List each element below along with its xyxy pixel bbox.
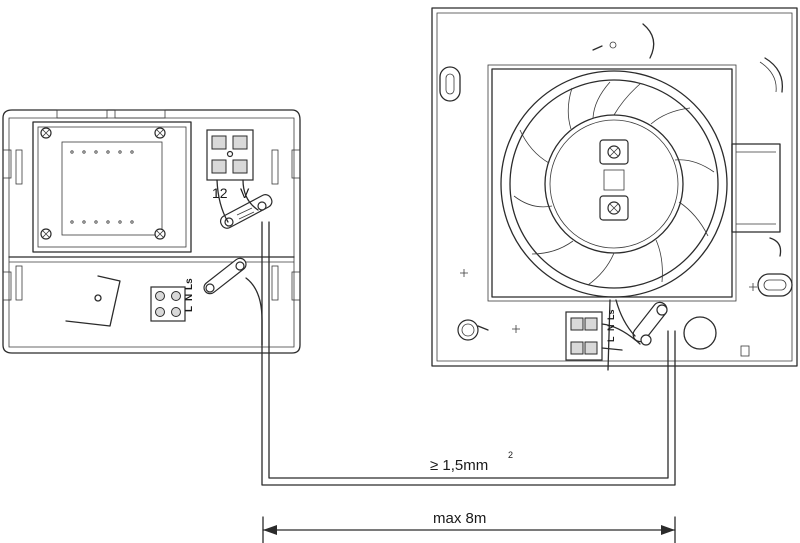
screw-icon	[40, 127, 166, 240]
label-v: V	[240, 185, 250, 201]
max-length-label: max 8m	[433, 510, 486, 527]
label-12: 12	[212, 185, 228, 201]
transformer-pins	[70, 150, 134, 224]
label-fan-terminal-n: N	[606, 325, 616, 332]
terminal-block-mains	[150, 286, 186, 322]
label-terminal-n: N	[184, 294, 195, 301]
screw-icon	[599, 139, 629, 221]
cable-clamp	[219, 194, 273, 229]
fan-blades	[513, 81, 715, 286]
label-terminal-l: L	[184, 306, 195, 312]
fan-unit	[431, 7, 798, 371]
terminal-block-12v	[206, 129, 254, 181]
cable-section-label: ≥ 1,5mm	[430, 457, 488, 474]
label-fan-terminal-l: L	[606, 336, 616, 342]
terminal-block-fan	[565, 311, 603, 361]
cable-clamp	[203, 257, 247, 295]
cable-section-superscript: 2	[508, 450, 513, 460]
label-terminal-ls: Ls	[184, 278, 195, 290]
transformer-box	[2, 109, 301, 354]
label-fan-terminal-ls: Ls	[606, 309, 616, 320]
connecting-cable	[261, 221, 676, 486]
cable-clamp	[632, 301, 668, 346]
dimension-line	[262, 516, 676, 543]
